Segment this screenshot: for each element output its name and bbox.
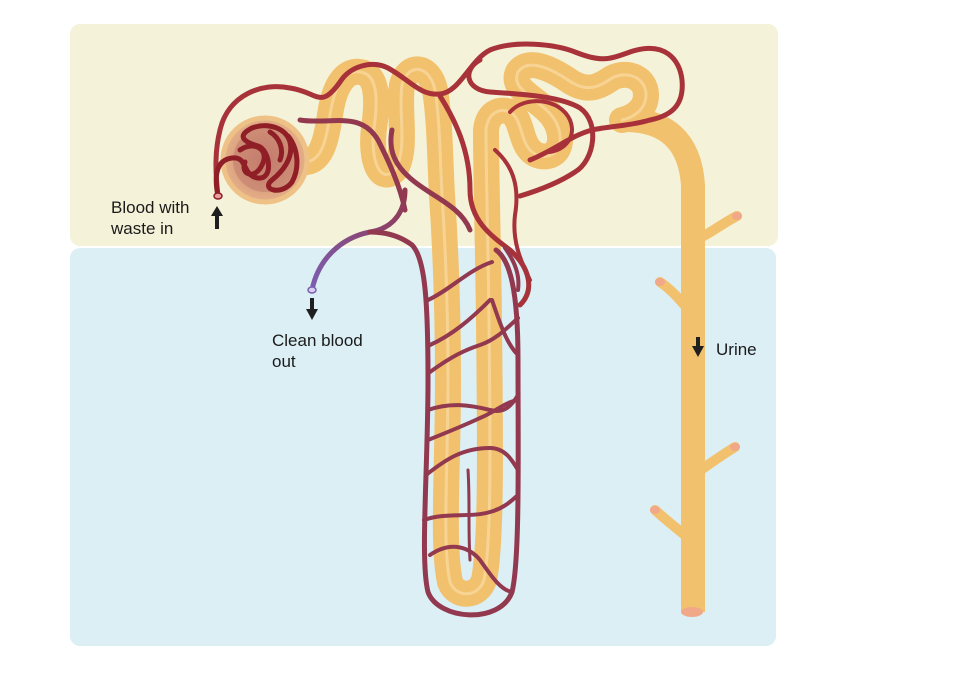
artery-opening — [213, 192, 223, 200]
renal-tubule — [287, 52, 659, 607]
blood-out-label: Clean blood out — [272, 330, 363, 372]
blood-out-label-line-1: Clean blood — [272, 331, 363, 350]
urine-label: Urine — [716, 339, 757, 360]
glomerulus — [213, 123, 300, 199]
blood-out-label-line-2: out — [272, 352, 296, 371]
urine-label-text: Urine — [716, 340, 757, 359]
vein-opening — [307, 286, 317, 294]
urine-arrow — [692, 337, 704, 357]
medulla-region — [70, 248, 776, 646]
branch-ends — [650, 212, 742, 514]
blood-in-label: Blood with waste in — [111, 197, 189, 239]
blood-out-arrow — [306, 298, 318, 320]
blood-in-arrow — [211, 206, 223, 229]
peritubular-capillaries — [213, 41, 685, 618]
blood-in-label-line-1: Blood with — [111, 198, 190, 217]
blood-in-label-line-2: waste in — [111, 219, 174, 238]
collecting-duct-opening — [681, 607, 703, 617]
